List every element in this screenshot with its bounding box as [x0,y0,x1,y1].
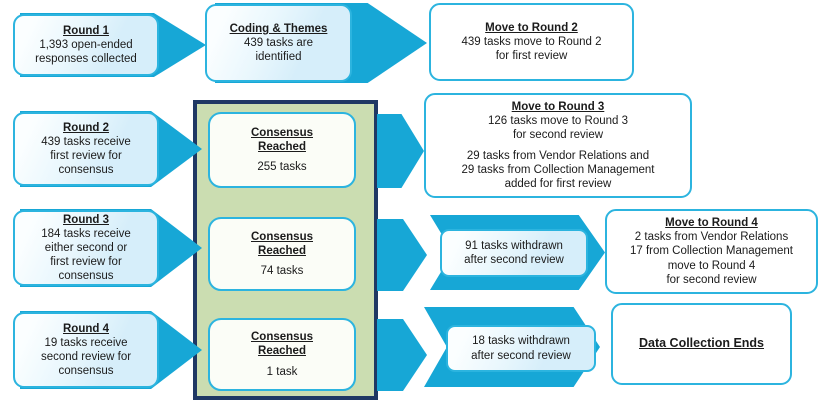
move-to-round-4-line: 2 tasks from Vendor Relations [634,231,789,244]
round-2-line: 439 tasks receive [41,135,131,148]
move-to-round-4-line: 17 from Collection Management [630,245,793,258]
move-to-round-4-line: move to Round 4 [667,259,756,272]
data-collection-ends-box: Data Collection Ends [611,303,792,385]
move-to-round-3-line: 29 tasks from Collection Management [461,163,655,176]
consensus-255-title: Reached [258,140,306,153]
round-4-line: second review for [40,351,132,363]
round-2-line: first review for [50,150,122,162]
consensus-reached-255-box: Consensus Reached 255 tasks [208,112,356,188]
round-4-line: consensus [58,365,114,378]
consensus-1-title: Consensus [251,331,313,344]
round-1-title: Round 1 [63,24,109,37]
move-to-round-3-line: 126 tasks move to Round 3 [488,115,628,128]
coding-themes-box: Coding & Themes 439 tasks are identified [205,4,352,82]
round-2-title: Round 2 [63,121,109,134]
round-3-line: first review for [50,256,122,269]
round-4-box: Round 4 19 tasks receive second review f… [13,312,159,388]
move-to-round-4-box: Move to Round 4 2 tasks from Vendor Rela… [605,209,818,294]
withdrawn-18-box: 18 tasks withdrawn after second review [446,325,596,372]
withdrawn-91-line: 91 tasks withdrawn [465,239,563,252]
withdrawn-91-line: after second review [464,254,564,266]
move-to-round-3-line: for second review [512,129,604,142]
move-to-round-3-line: added for first review [504,177,612,190]
arrow-consensus255-to-move3 [377,114,424,188]
move-to-round-3-box: Move to Round 3 126 tasks move to Round … [424,93,692,198]
consensus-255-value: 255 tasks [257,161,307,173]
consensus-74-title: Consensus [251,230,313,243]
consensus-1-value: 1 task [266,365,298,378]
round-4-line: 19 tasks receive [44,336,128,349]
coding-themes-line: identified [255,51,302,63]
move-to-round-2-box: Move to Round 2 439 tasks move to Round … [429,3,634,81]
round-4-title: Round 4 [63,322,109,335]
round-3-line: consensus [58,270,114,283]
withdrawn-18-line: 18 tasks withdrawn [472,335,570,348]
consensus-reached-1-box: Consensus Reached 1 task [208,318,356,391]
round-3-title: Round 3 [63,213,109,226]
round-1-line: responses collected [35,53,137,65]
move-to-round-2-line: 439 tasks move to Round 2 [461,35,602,48]
round-3-box: Round 3 184 tasks receive either second … [13,210,159,286]
arrow-consensus1-to-withdrawn [377,319,427,391]
consensus-74-value: 74 tasks [260,265,304,277]
round-1-line: 1,393 open-ended [39,38,133,51]
move-to-round-2-line: for first review [495,50,568,62]
round-2-line: consensus [58,164,114,177]
consensus-reached-74-box: Consensus Reached 74 tasks [208,217,356,291]
withdrawn-91-box: 91 tasks withdrawn after second review [440,229,588,277]
coding-themes-title: Coding & Themes [229,22,328,35]
round-3-line: 184 tasks receive [41,227,131,240]
move-to-round-3-title: Move to Round 3 [511,101,605,114]
round-2-box: Round 2 439 tasks receive first review f… [13,112,159,186]
consensus-74-title: Reached [258,244,306,257]
withdrawn-18-line: after second review [471,349,571,362]
round-1-box: Round 1 1,393 open-ended responses colle… [13,14,159,76]
consensus-255-title: Consensus [251,126,313,139]
move-to-round-4-title: Move to Round 4 [665,217,758,230]
coding-themes-line: 439 tasks are [243,36,314,49]
move-to-round-4-line: for second review [666,273,757,286]
data-collection-ends-title: Data Collection Ends [638,336,765,351]
consensus-1-title: Reached [258,345,306,358]
move-to-round-3-line: 29 tasks from Vendor Relations and [466,149,650,162]
move-to-round-2-title: Move to Round 2 [485,21,578,34]
round-3-line: either second or [44,242,128,254]
arrow-consensus74-to-withdrawn [377,219,427,291]
